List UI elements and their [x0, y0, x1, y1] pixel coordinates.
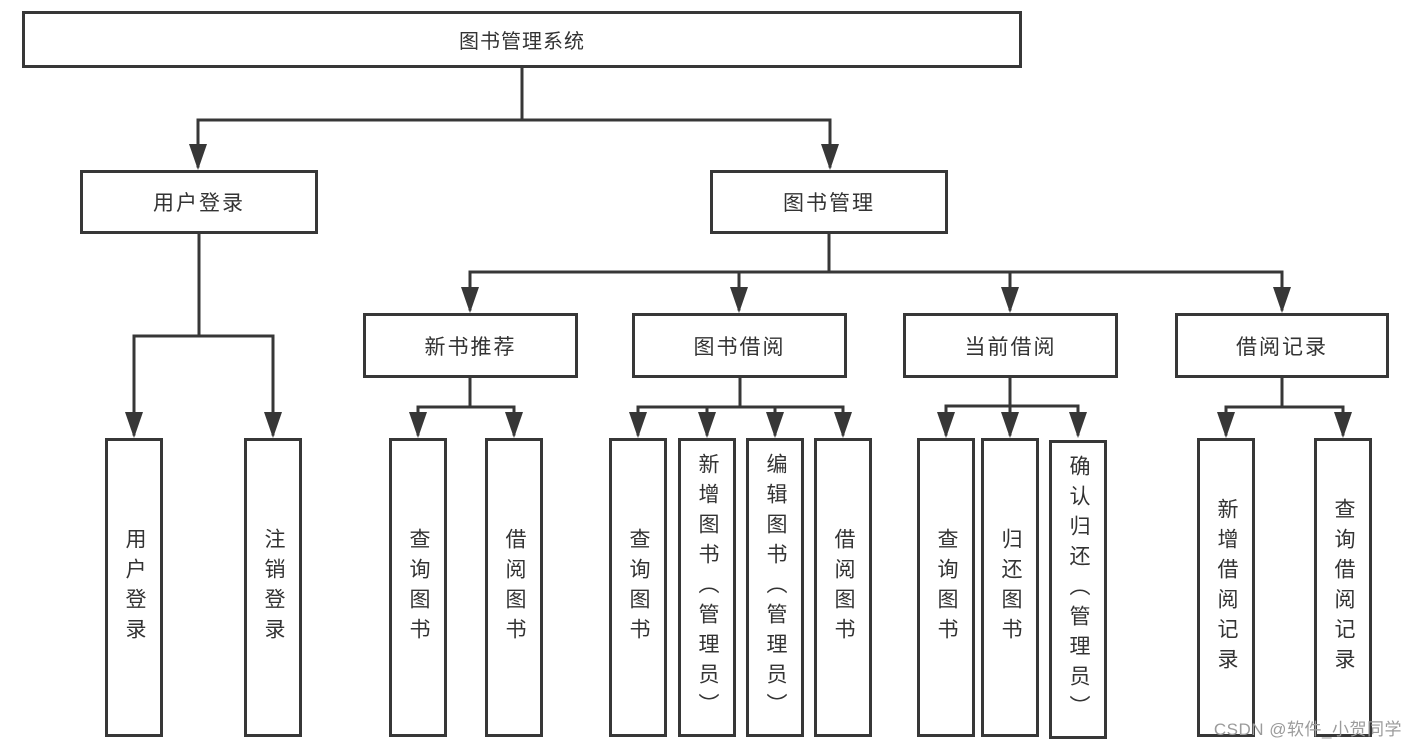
node-book-borrowing: 图书借阅	[632, 313, 847, 378]
leaf-add-books-admin: 新增图书（管理员）	[678, 438, 736, 737]
arrowhead	[698, 412, 716, 438]
wire-root	[196, 66, 832, 168]
arrowhead	[189, 144, 207, 170]
arrowhead	[1001, 412, 1019, 438]
leaf-borrow-books-borrowing: 借阅图书	[814, 438, 872, 737]
watermark-text: CSDN @软件_小贺同学	[1213, 720, 1402, 739]
arrowhead	[461, 287, 479, 313]
node-new-book-recommendation: 新书推荐	[363, 313, 578, 378]
arrowhead	[766, 412, 784, 438]
leaf-user-login: 用户登录	[105, 438, 163, 737]
arrowhead	[1217, 412, 1235, 438]
arrowhead	[505, 412, 523, 438]
arrowhead	[629, 412, 647, 438]
node-borrowing-records: 借阅记录	[1175, 313, 1389, 378]
node-current-borrowing: 当前借阅	[903, 313, 1118, 378]
arrowhead	[821, 144, 839, 170]
leaf-query-books-current: 查询图书	[917, 438, 975, 737]
leaf-logout-login: 注销登录	[244, 438, 302, 737]
wire-book-borrowing	[636, 375, 845, 436]
node-book-management: 图书管理	[710, 170, 948, 234]
node-library-management-system: 图书管理系统	[22, 11, 1022, 68]
arrowhead	[1001, 287, 1019, 313]
leaf-query-books-recommend: 查询图书	[389, 438, 447, 737]
leaf-return-books: 归还图书	[981, 438, 1039, 737]
arrowhead	[1069, 412, 1087, 438]
leaf-confirm-return-admin: 确认归还（管理员）	[1049, 440, 1107, 739]
arrowhead	[264, 412, 282, 438]
leaf-borrow-books-recommend: 借阅图书	[485, 438, 543, 737]
arrowhead	[1334, 412, 1352, 438]
wire-borrowing-records	[1224, 375, 1345, 436]
arrowheads	[125, 144, 1352, 438]
node-user-login: 用户登录	[80, 170, 318, 234]
arrowhead	[125, 412, 143, 438]
wire-book-management	[468, 232, 1284, 311]
wire-user-login	[132, 232, 275, 436]
wire-new-book-recommendation	[416, 375, 516, 436]
leaf-query-books-borrowing: 查询图书	[609, 438, 667, 737]
arrowhead	[834, 412, 852, 438]
leaf-edit-books-admin: 编辑图书（管理员）	[746, 438, 804, 737]
arrowhead	[1273, 287, 1291, 313]
arrowhead	[730, 287, 748, 313]
leaf-query-borrow-record: 查询借阅记录	[1314, 438, 1372, 737]
arrowhead	[409, 412, 427, 438]
leaf-add-borrow-record: 新增借阅记录	[1197, 438, 1255, 737]
arrowhead	[937, 412, 955, 438]
